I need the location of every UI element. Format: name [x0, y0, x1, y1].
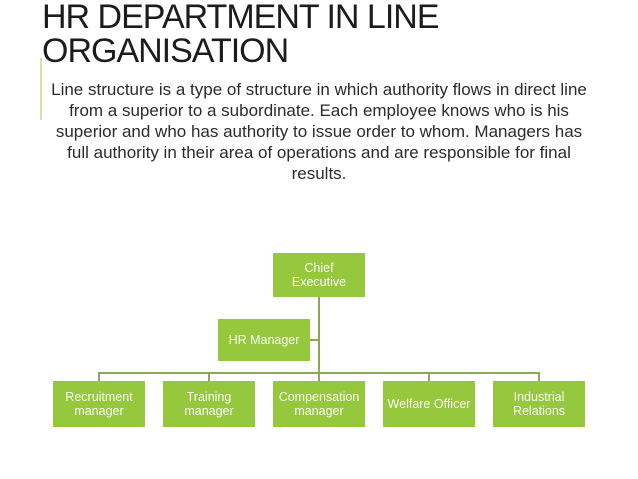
connector-stub-welfare [428, 372, 430, 381]
org-node-recruitment-manager: Recruitment manager [53, 381, 145, 427]
org-node-label: Recruitment manager [65, 390, 133, 418]
slide-title: HR DEPARTMENT IN LINE ORGANISATION [42, 0, 440, 70]
org-node-compensation-manager: Compensation manager [273, 381, 365, 427]
org-node-label: Compensation manager [278, 390, 360, 418]
connector-stub-compensation [318, 372, 320, 381]
accent-bar [40, 58, 42, 120]
org-node-chief-executive: Chief Executive [273, 253, 365, 297]
org-node-industrial-relations: Industrial Relations [493, 381, 585, 427]
connector-stub-recruitment [98, 372, 100, 381]
org-node-label: HR Manager [228, 333, 300, 347]
org-node-label: Chief Executive [291, 261, 347, 289]
org-node-label: Industrial Relations [512, 390, 566, 418]
connector-stub-industrial [538, 372, 540, 381]
connector-stub-training [208, 372, 210, 381]
body-paragraph: Line structure is a type of structure in… [51, 80, 587, 183]
org-node-label: Training manager [184, 390, 234, 418]
org-node-label: Welfare Officer [387, 397, 471, 411]
connector-main-vertical-line [318, 297, 320, 374]
org-node-training-manager: Training manager [163, 381, 255, 427]
connector-hr-manager-tick [310, 339, 318, 341]
org-node-welfare-officer: Welfare Officer [383, 381, 475, 427]
org-node-hr-manager: HR Manager [218, 319, 310, 361]
